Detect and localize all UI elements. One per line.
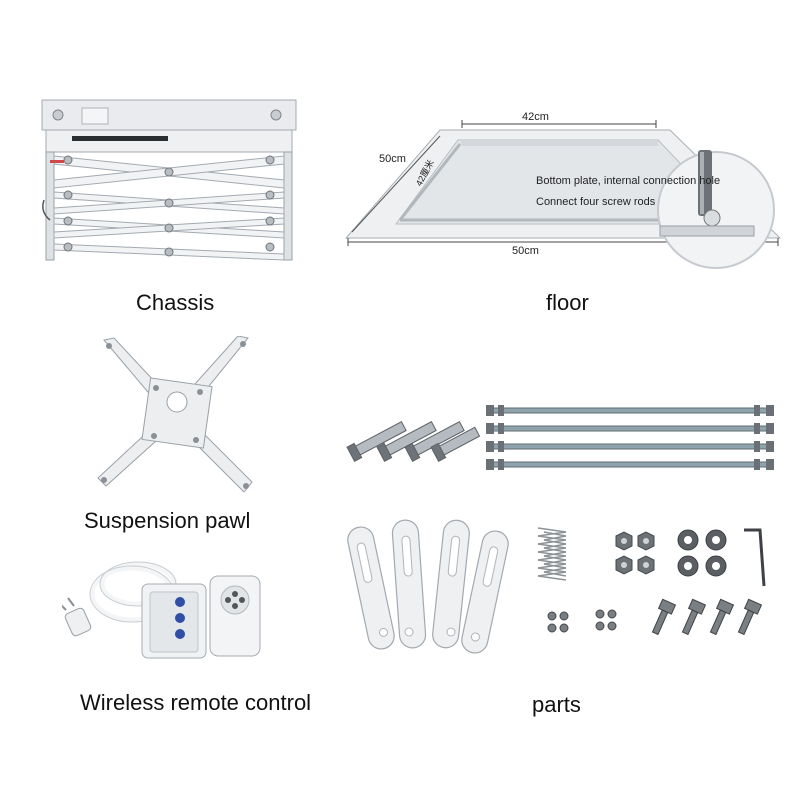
remote-control-icon bbox=[62, 561, 261, 659]
parts-rods-image bbox=[484, 402, 776, 474]
threaded-rod-icon bbox=[486, 405, 774, 470]
chassis-image bbox=[36, 96, 302, 268]
hardware-kit-icon bbox=[537, 527, 766, 636]
projector-mount-icon bbox=[97, 336, 253, 493]
floor-dim-top: 42cm bbox=[522, 111, 549, 123]
floor-caption: floor bbox=[546, 290, 589, 315]
remote-control-image bbox=[62, 554, 274, 666]
chassis-caption: Chassis bbox=[136, 290, 215, 315]
parts-straps-image bbox=[344, 516, 510, 662]
floor-image bbox=[340, 100, 785, 270]
remote-caption: Wireless remote control bbox=[80, 690, 312, 715]
suspension-pawl-image bbox=[96, 336, 256, 496]
floor-note-line2: Connect four screw rods bbox=[536, 196, 656, 208]
scissor-lift-icon bbox=[41, 99, 297, 261]
expansion-bolt-icon bbox=[346, 421, 480, 463]
strap-bracket-icon bbox=[347, 519, 509, 654]
parts-hardware-image bbox=[530, 520, 776, 646]
floor-dim-left: 50cm bbox=[379, 153, 406, 165]
floor-note-line1: Bottom plate, internal connection hole bbox=[536, 175, 721, 187]
floor-dim-bottom: 50cm bbox=[512, 245, 539, 257]
ceiling-plate-icon bbox=[344, 120, 782, 269]
parts-bolts-image bbox=[346, 402, 480, 468]
suspension-pawl-caption: Suspension pawl bbox=[84, 508, 251, 533]
parts-caption: parts bbox=[532, 692, 581, 717]
